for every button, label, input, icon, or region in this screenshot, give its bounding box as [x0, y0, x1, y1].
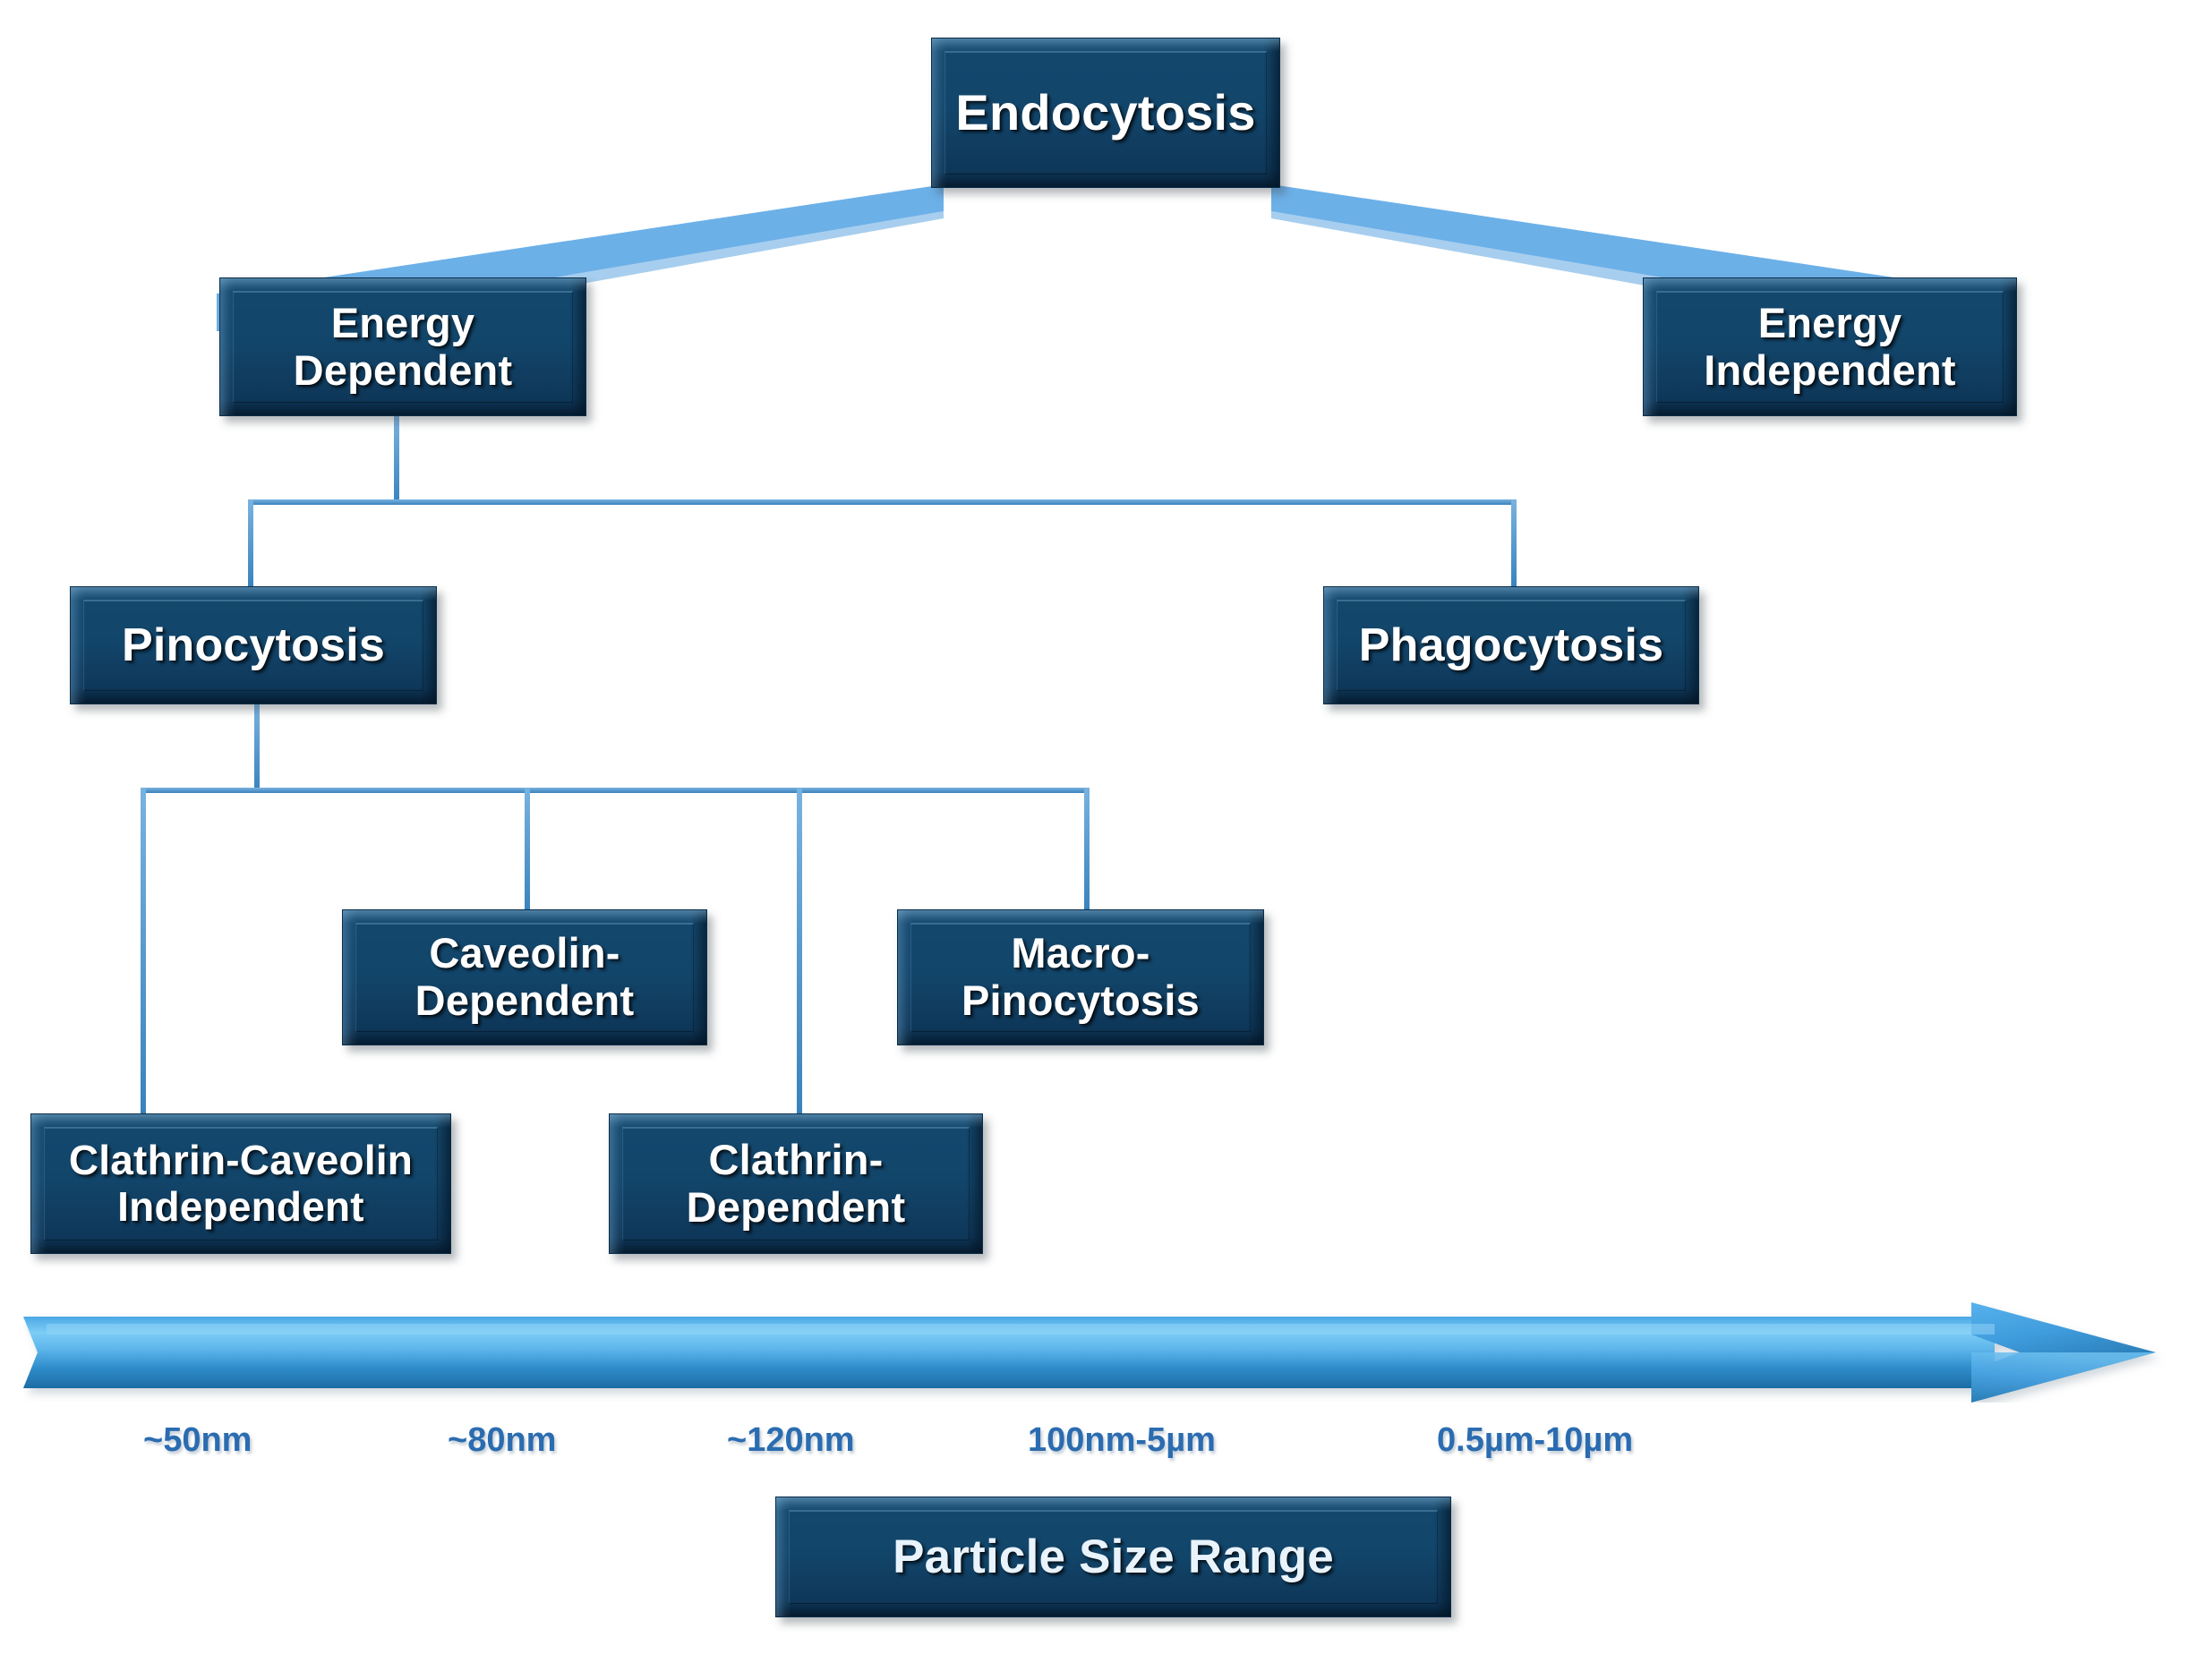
size-label-1: ~80nm — [448, 1421, 557, 1459]
connector-to-phagocytosis — [1511, 499, 1517, 589]
node-caveolin-dependent-label: Caveolin- Dependent — [415, 929, 635, 1024]
size-label-2: ~120nm — [727, 1421, 855, 1459]
node-endocytosis-label: Endocytosis — [955, 83, 1256, 141]
node-energy-independent[interactable]: Energy Independent — [1643, 277, 2017, 416]
size-label-3: 100nm-5µm — [1028, 1421, 1216, 1459]
node-pinocytosis-label: Pinocytosis — [121, 618, 386, 671]
connector-pinocytosis-stem — [254, 704, 260, 793]
node-pinocytosis[interactable]: Pinocytosis — [70, 586, 437, 704]
node-clathrin-dependent-label: Clathrin- Dependent — [686, 1135, 906, 1231]
connector-to-caveolin-dependent — [525, 788, 530, 913]
node-endocytosis[interactable]: Endocytosis — [931, 38, 1280, 188]
connector-to-macro-pinocytosis — [1084, 788, 1090, 913]
connector-to-pinocytosis — [248, 499, 253, 589]
node-clathrin-caveolin-independent[interactable]: Clathrin-Caveolin Independent — [30, 1113, 451, 1254]
connector-level3-bus — [248, 499, 1517, 505]
node-energy-dependent-label: Energy Dependent — [293, 298, 513, 394]
connector-to-clathrin-dependent — [797, 788, 802, 1115]
node-clathrin-caveolin-independent-label: Clathrin-Caveolin Independent — [68, 1136, 414, 1230]
node-macro-pinocytosis[interactable]: Macro- Pinocytosis — [897, 909, 1264, 1045]
connector-energy-dependent-stem — [394, 416, 399, 505]
node-energy-dependent[interactable]: Energy Dependent — [219, 277, 586, 416]
node-energy-independent-label: Energy Independent — [1704, 298, 1956, 394]
node-caveolin-dependent[interactable]: Caveolin- Dependent — [342, 909, 707, 1045]
node-macro-pinocytosis-label: Macro- Pinocytosis — [961, 929, 1200, 1024]
connector-level4-bus — [141, 788, 1090, 793]
node-particle-size-range[interactable]: Particle Size Range — [775, 1497, 1451, 1617]
connector-to-clathrin-caveolin-independent — [141, 788, 146, 1115]
node-clathrin-dependent[interactable]: Clathrin- Dependent — [609, 1113, 983, 1254]
size-label-4: 0.5µm-10µm — [1437, 1421, 1634, 1459]
node-particle-size-range-label: Particle Size Range — [893, 1530, 1334, 1583]
node-phagocytosis-label: Phagocytosis — [1358, 618, 1664, 671]
size-label-0: ~50nm — [143, 1421, 252, 1459]
node-phagocytosis[interactable]: Phagocytosis — [1323, 586, 1699, 704]
particle-size-arrow — [23, 1302, 2172, 1403]
